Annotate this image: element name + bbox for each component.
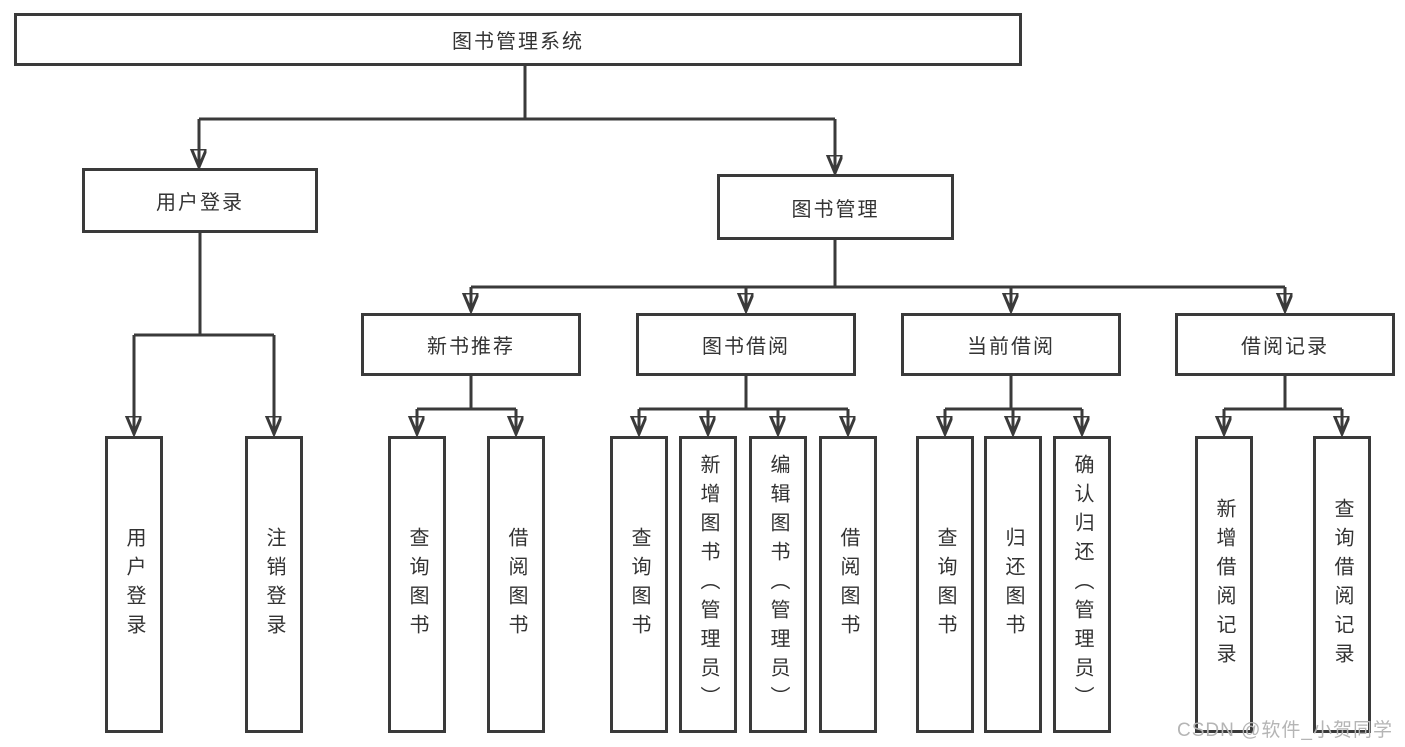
node-new-book-recommend: 新书推荐 [361,313,581,376]
leaf-logout: 注销登录 [245,436,303,733]
leaf-user-login-label: 用户登录 [123,526,145,643]
leaf-rc-add-record-label: 新增借阅记录 [1213,497,1235,672]
leaf-bb-borrow-books: 借阅图书 [819,436,877,733]
leaf-user-login: 用户登录 [105,436,163,733]
leaf-cb-return-books-label: 归还图书 [1002,526,1024,643]
node-root: 图书管理系统 [14,13,1022,66]
leaf-bb-query-books-label: 查询图书 [628,526,650,643]
node-new-book-recommend-label: 新书推荐 [427,336,515,358]
leaf-bb-add-books-admin: 新增图书（管理员） [679,436,737,733]
leaf-nb-query-books: 查询图书 [388,436,446,733]
leaf-nb-borrow-books-label: 借阅图书 [505,526,527,643]
node-root-label: 图书管理系统 [452,31,584,53]
node-book-borrow-label: 图书借阅 [702,336,790,358]
leaf-cb-confirm-return-admin: 确认归还（管理员） [1053,436,1111,733]
connector-records-trunk [1224,376,1342,411]
node-book-borrow: 图书借阅 [636,313,856,376]
node-current-borrow: 当前借阅 [901,313,1121,376]
connector-new-book-trunk [417,376,516,411]
leaf-bb-add-books-admin-label: 新增图书（管理员） [697,454,719,715]
connector-book-borrow-trunk [639,376,848,411]
leaf-cb-confirm-return-admin-label: 确认归还（管理员） [1071,454,1093,715]
node-book-management: 图书管理 [717,174,954,240]
node-book-management-label: 图书管理 [791,198,880,221]
leaf-cb-query-books-label: 查询图书 [934,526,956,643]
leaf-bb-borrow-books-label: 借阅图书 [837,526,859,643]
leaf-bb-edit-books-admin-label: 编辑图书（管理员） [767,454,789,715]
leaf-bb-query-books: 查询图书 [610,436,668,733]
csdn-watermark: CSDN @软件_小贺同学 [1177,720,1393,741]
leaf-rc-query-record: 查询借阅记录 [1313,436,1371,733]
leaf-rc-query-record-label: 查询借阅记录 [1331,497,1353,672]
leaf-logout-label: 注销登录 [263,526,285,643]
connector-current-borrow-trunk [945,376,1082,411]
node-borrow-records: 借阅记录 [1175,313,1395,376]
node-user-login: 用户登录 [82,168,318,233]
leaf-cb-return-books: 归还图书 [984,436,1042,733]
node-borrow-records-label: 借阅记录 [1241,336,1329,358]
leaf-cb-query-books: 查询图书 [916,436,974,733]
node-current-borrow-label: 当前借阅 [967,336,1055,358]
leaf-bb-edit-books-admin: 编辑图书（管理员） [749,436,807,733]
leaf-rc-add-record: 新增借阅记录 [1195,436,1253,733]
connector-book-management-trunk [471,240,1285,289]
node-user-login-label: 用户登录 [156,192,244,214]
leaf-nb-query-books-label: 查询图书 [406,526,428,643]
connector-root-trunk [199,66,835,121]
leaf-nb-borrow-books: 借阅图书 [487,436,545,733]
connector-user-login-trunk [134,233,274,337]
